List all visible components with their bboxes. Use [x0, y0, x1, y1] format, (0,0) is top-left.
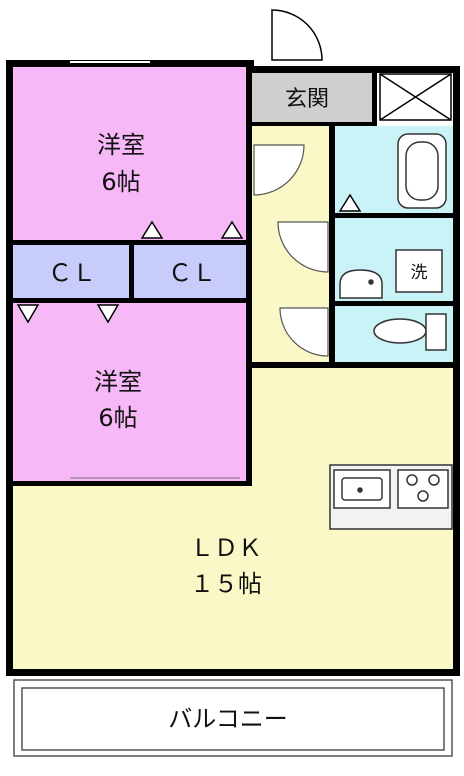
- ldk-name: ＬＤＫ: [190, 534, 262, 562]
- wet-door-marker: [338, 193, 362, 212]
- entrance: [252, 72, 372, 122]
- wall-bedroom-lower-bottom: [12, 481, 252, 486]
- wall-top-right: [248, 66, 460, 73]
- door-bedroom-upper: [253, 144, 305, 196]
- wall-wash-bottom: [330, 301, 458, 306]
- wall-bottom: [6, 669, 460, 676]
- wash-basin-icon: [339, 269, 383, 299]
- closet-door-marker: [96, 304, 120, 324]
- wall-bath-bottom: [330, 213, 458, 218]
- bedroom-upper-size: 6帖: [101, 168, 140, 196]
- wall-entrance-bottom: [252, 122, 376, 126]
- bedroom-upper: [12, 66, 248, 241]
- bedroom-lower: [12, 302, 248, 482]
- wall-hall-bottom: [252, 362, 458, 368]
- wall-wet-left: [329, 122, 335, 368]
- wall-right: [453, 66, 460, 676]
- closet-door-marker: [16, 304, 40, 324]
- front-door: [271, 9, 323, 61]
- kitchen-counter: [329, 464, 453, 530]
- wall-bedroom-right: [246, 60, 252, 486]
- balcony: [13, 679, 453, 757]
- closet-left: [12, 245, 130, 298]
- toilet-icon: [373, 313, 447, 351]
- bedroom-lower-name: 洋室: [94, 368, 142, 396]
- closet-right: [134, 245, 248, 298]
- laundry-label: 洗: [411, 263, 428, 283]
- bathtub-icon: [397, 133, 447, 209]
- closet-right-label: ＣＬ: [168, 259, 216, 287]
- wall-entrance-right: [372, 66, 377, 126]
- wall-top-left: [6, 60, 254, 67]
- closet-left-label: ＣＬ: [48, 259, 96, 287]
- storage-box: [379, 73, 452, 121]
- ldk-area: [252, 366, 454, 482]
- bedroom-upper-name: 洋室: [97, 131, 145, 159]
- bedroom-lower-size: 6帖: [98, 404, 137, 432]
- balcony-label: バルコニー: [168, 705, 288, 733]
- wall-left: [6, 60, 13, 676]
- ldk-size: １５帖: [190, 570, 262, 598]
- entrance-label: 玄関: [285, 87, 329, 112]
- closet-door-marker: [220, 220, 244, 239]
- washing-machine: 洗: [395, 249, 443, 293]
- closet-door-marker: [140, 220, 164, 239]
- door-bath: [277, 221, 329, 273]
- wall-closet-mid: [129, 240, 134, 303]
- door-toilet: [279, 307, 329, 357]
